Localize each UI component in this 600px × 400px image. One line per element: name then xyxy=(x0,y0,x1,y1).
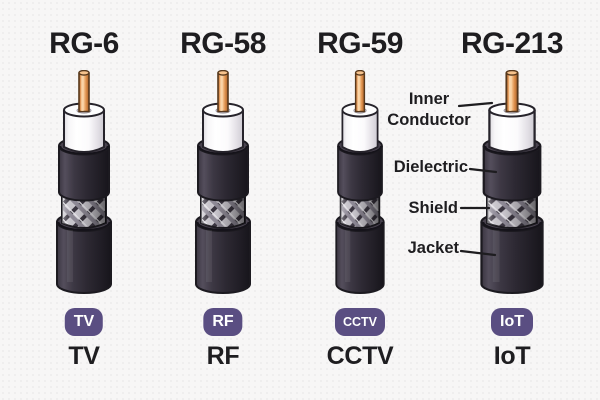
usage-label-tv: TV xyxy=(68,342,100,370)
annotation-dielectric: Dielectric xyxy=(393,158,468,176)
cable-column-rg59: RG-59 CCTV CCTV xyxy=(280,0,440,400)
cable-title-rg213: RG-213 xyxy=(460,27,564,60)
usage-badge-cctv: CCTV xyxy=(334,308,386,336)
usage-label-rf: RF xyxy=(206,342,240,370)
usage-badge-tv: TV xyxy=(64,308,104,336)
usage-badge-iot: IoT xyxy=(491,308,533,336)
annotation-inner-conductor: Inner Conductor xyxy=(387,90,471,129)
cable-title-rg58: RG-58 xyxy=(180,27,266,60)
usage-badge-rf: RF xyxy=(203,308,243,336)
cable-illustration-rg6 xyxy=(56,70,112,294)
cable-title-rg59: RG-59 xyxy=(317,27,403,60)
cable-column-rg213: RG-213 IoT IoT xyxy=(432,0,592,400)
cable-column-rg58: RG-58 RF RF xyxy=(143,0,303,400)
cable-illustration-rg58 xyxy=(195,70,251,294)
cable-column-rg6: RG-6 TV TV xyxy=(4,0,164,400)
annotation-shield: Shield xyxy=(408,199,458,217)
usage-label-iot: IoT xyxy=(493,342,531,370)
annotation-jacket: Jacket xyxy=(407,239,459,257)
cable-title-rg6: RG-6 xyxy=(49,27,119,60)
usage-label-cctv: CCTV xyxy=(326,342,394,370)
